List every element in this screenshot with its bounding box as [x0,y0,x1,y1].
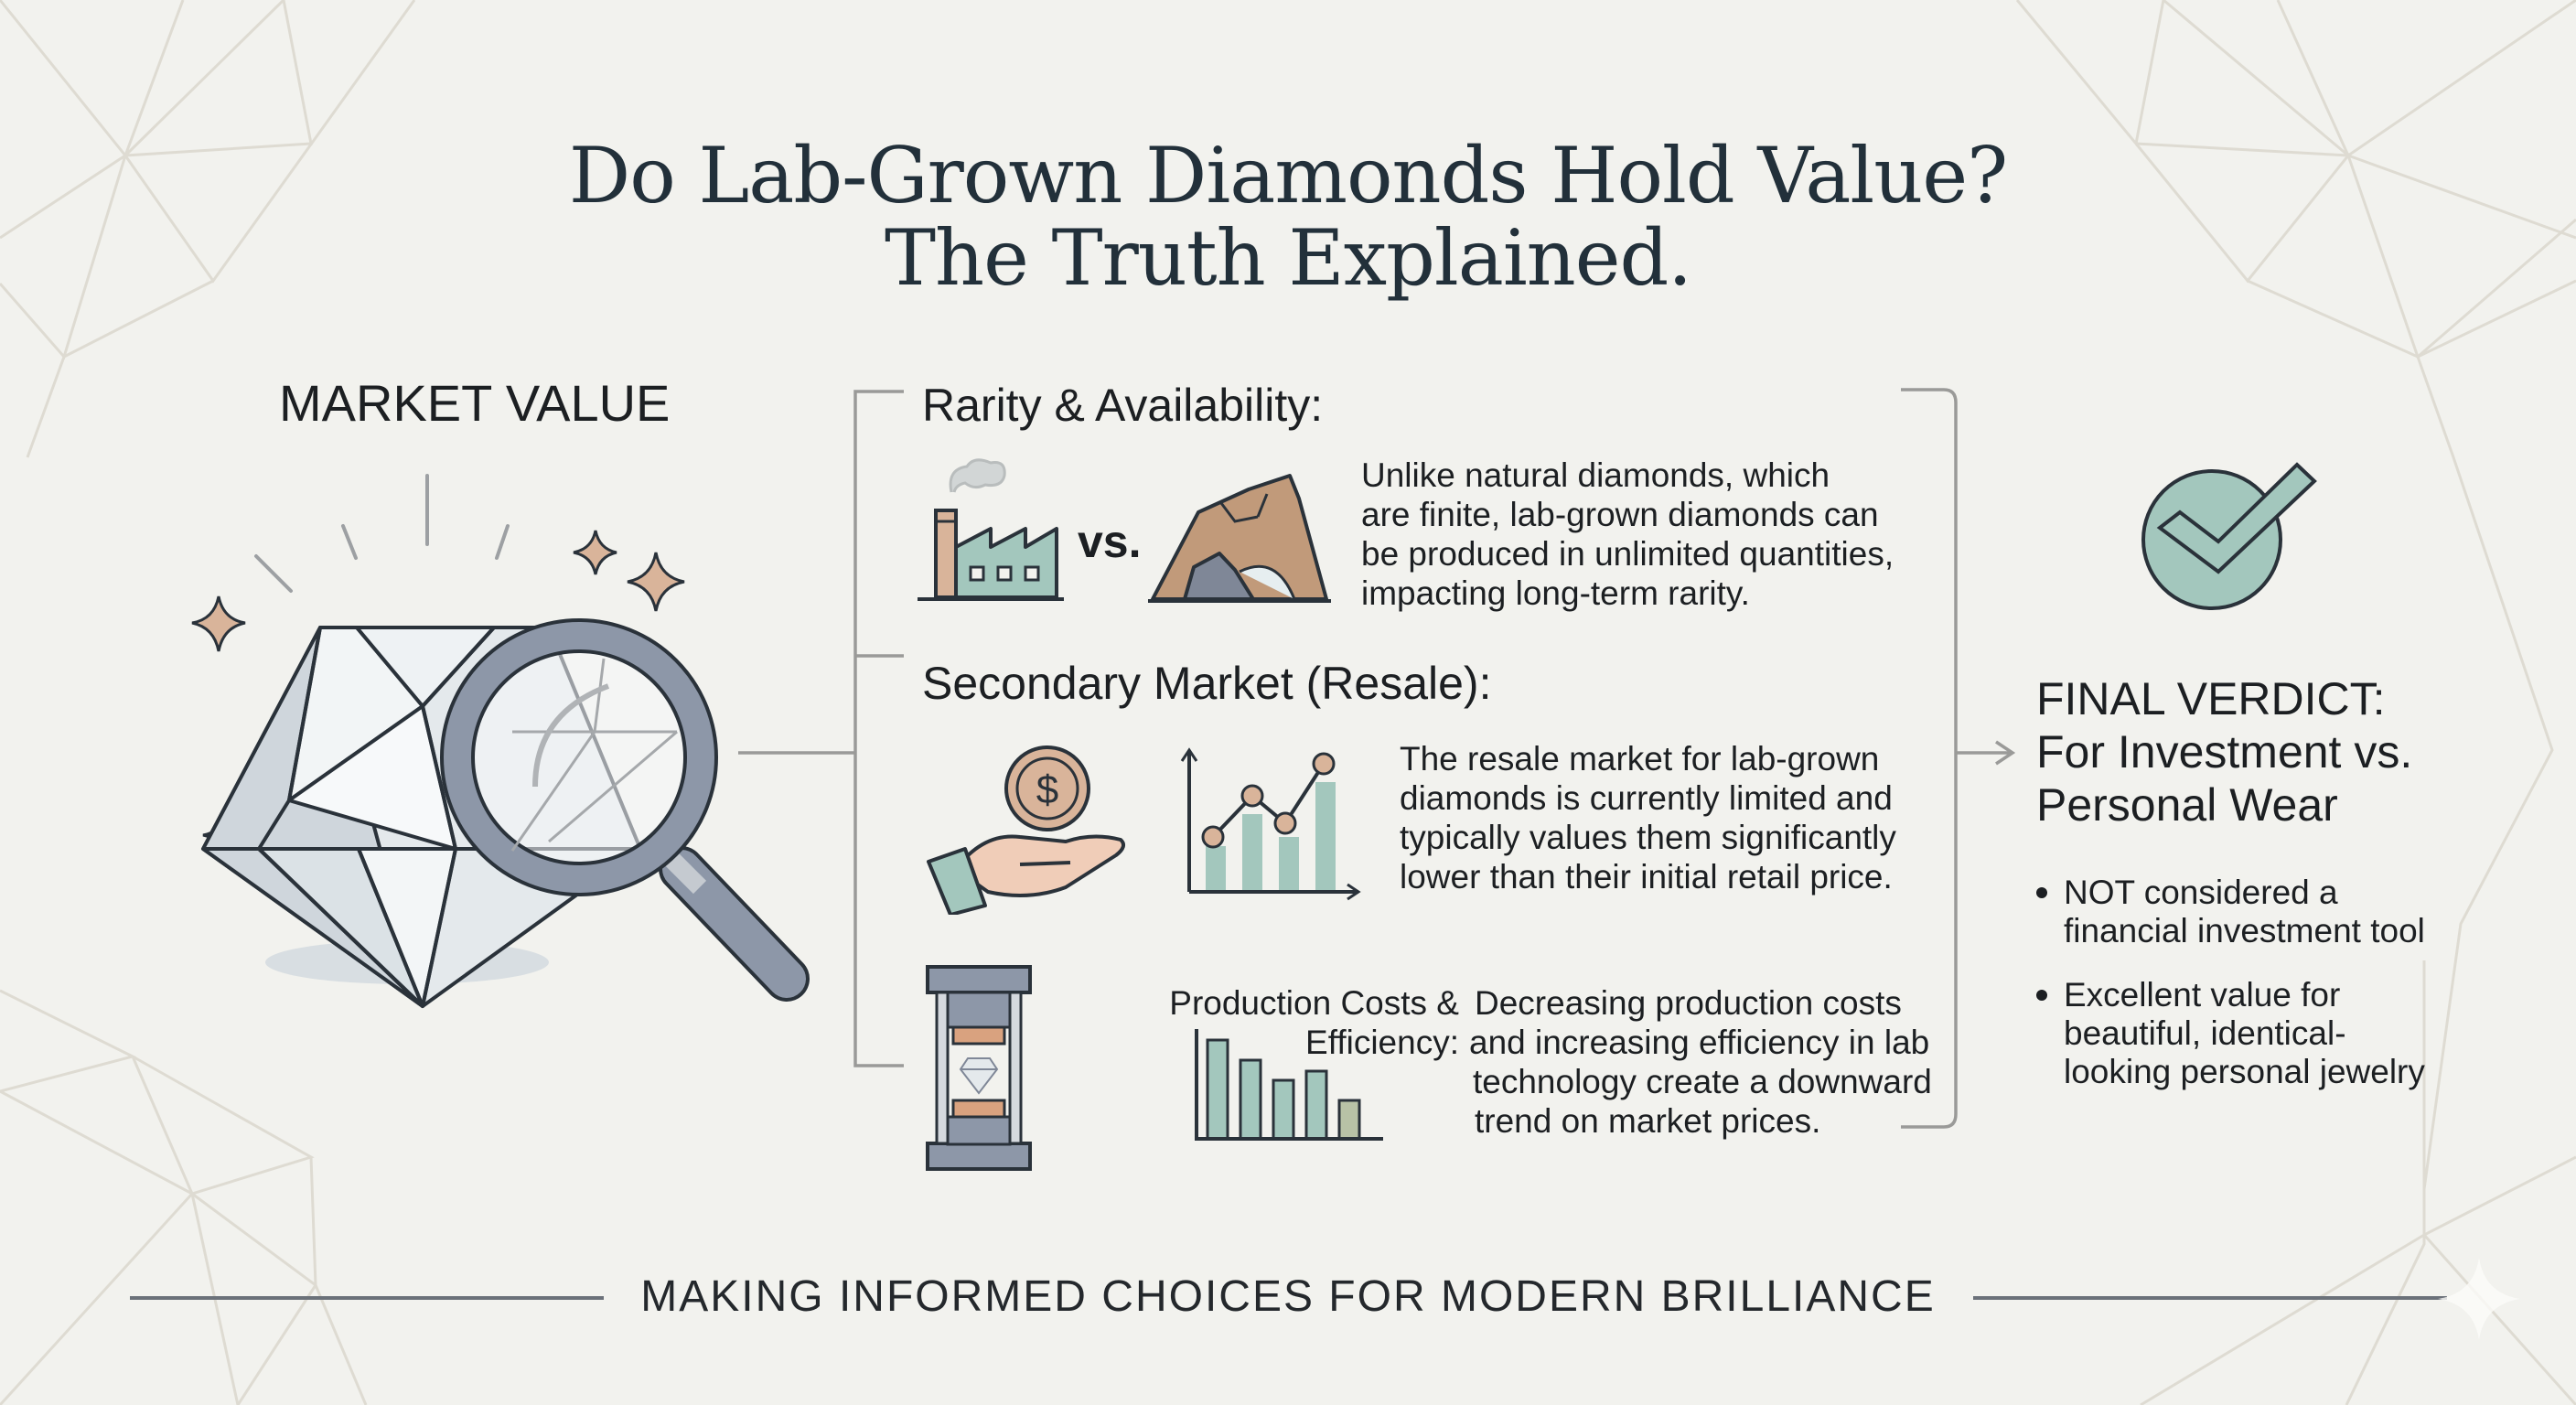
footer-rule-right [1973,1296,2447,1300]
sparkle-watermark-icon [2438,1258,2520,1340]
section-body-rarity: Unlike natural diamonds, which are finit… [1361,456,1894,612]
hand-coin-icon: $ [927,745,1126,915]
page-title-line-1: Do Lab-Grown Diamonds Hold Value? [568,131,2008,220]
bullet-dot-icon [2036,990,2047,1001]
svg-text:$: $ [1036,767,1058,812]
section-body-production-costs: Decreasing production costs and increasi… [1469,984,1932,1140]
diamond-press-icon [926,965,1032,1171]
footer-tagline: MAKING INFORMED CHOICES FOR MODERN BRILL… [640,1272,1936,1321]
declining-bar-chart-icon [1195,1029,1383,1141]
section-heading-production-costs: Production Costs & Efficiency: [1169,984,1459,1061]
diamond-magnifier-illustration [191,474,810,1008]
footer-rule-left [130,1296,604,1300]
verdict-bullet-list: NOT considered a financial investment to… [2036,874,2425,1117]
factory-icon [918,458,1064,601]
section-body-secondary-market: The resale market for lab-grown diamonds… [1400,740,1896,896]
magnifying-glass-icon [440,618,810,1002]
final-verdict-heading: FINAL VERDICT: For Investment vs. Person… [2036,673,2413,831]
market-value-label: MARKET VALUE [279,374,671,432]
mountain-mine-icon [1148,474,1331,603]
verdict-bullet: NOT considered a financial investment to… [2036,874,2425,950]
page-title-line-2: The Truth Explained. [885,213,1692,303]
bullet-dot-icon [2036,887,2047,898]
vs-label: vs. [1078,516,1142,567]
bar-line-chart-icon [1180,747,1361,901]
verdict-bullet: Excellent value for beautiful, identical… [2036,976,2425,1091]
section-heading-rarity: Rarity & Availability: [922,380,1324,431]
section-heading-secondary-market: Secondary Market (Resale): [922,658,1492,709]
check-circle-icon [2141,462,2317,610]
